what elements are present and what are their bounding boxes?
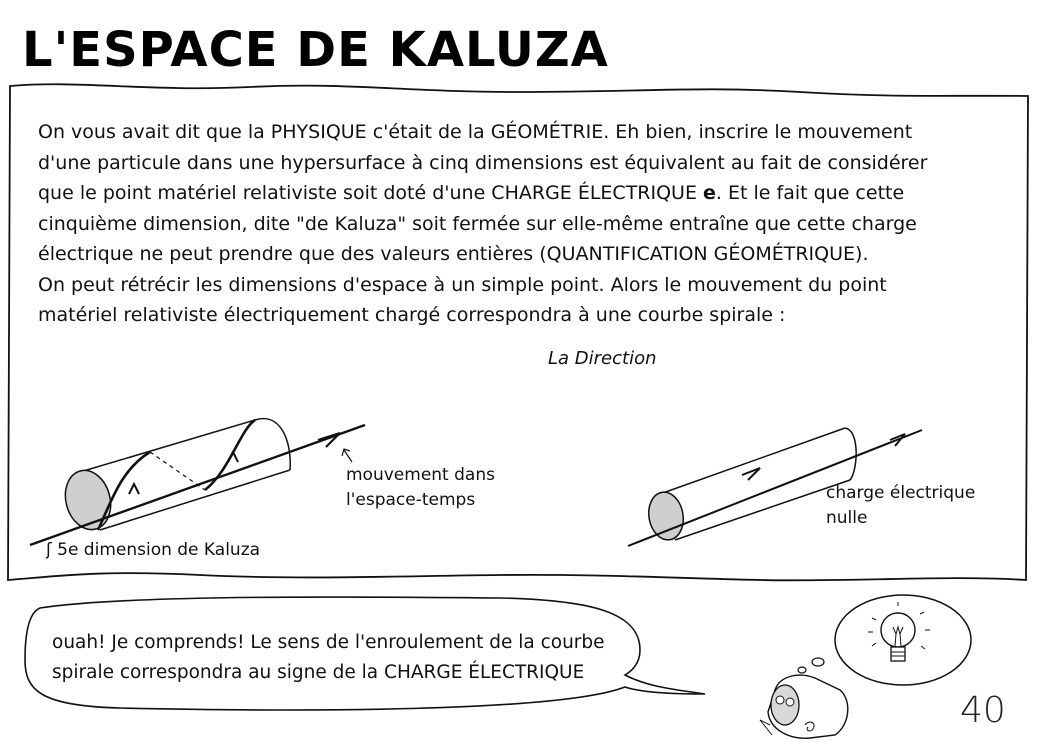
speech-bubble-outline [24, 596, 706, 711]
motion-label: mouvement dans l'espace-temps [346, 465, 495, 510]
paragraph-line: que le point matériel relativiste soit d… [38, 182, 905, 204]
fifth-dimension-icon: ʃ [46, 540, 52, 560]
paragraph-line: cinquième dimension, dite "de Kaluza" so… [38, 212, 917, 235]
lightbulb-icon [868, 602, 930, 662]
paragraph-line: électrique ne peut prendre que des valeu… [38, 243, 869, 265]
character-drawing [759, 674, 849, 739]
thought-bubble [797, 594, 972, 686]
paragraph-line: d'une particule dans une hypersurface à … [38, 151, 928, 174]
page-number: 40 [960, 690, 1006, 731]
kaluza-cylinder-diagram [29, 417, 366, 547]
explanation-paragraph: On vous avait dit que la PHYSIQUE c'étai… [38, 117, 1018, 331]
direction-label: La Direction [548, 348, 657, 369]
page-title: L'ESPACE DE KALUZA [22, 22, 609, 78]
charge-symbol: e [703, 182, 716, 204]
neutral-cylinder-diagram [627, 427, 923, 547]
speech-bubble-text: ouah! Je comprends! Le sens de l'enroule… [52, 632, 605, 683]
paragraph-line: matériel relativiste électriquement char… [38, 304, 786, 326]
paragraph-line: On vous avait dit que la PHYSIQUE c'étai… [38, 121, 913, 143]
zero-charge-label: charge électrique nulle [826, 483, 976, 528]
paragraph-line: On peut rétrécir les dimensions d'espace… [38, 273, 887, 296]
main-panel-frame [7, 83, 1029, 582]
fifth-dimension-label: ʃ 5e dimension de Kaluza [46, 540, 261, 560]
